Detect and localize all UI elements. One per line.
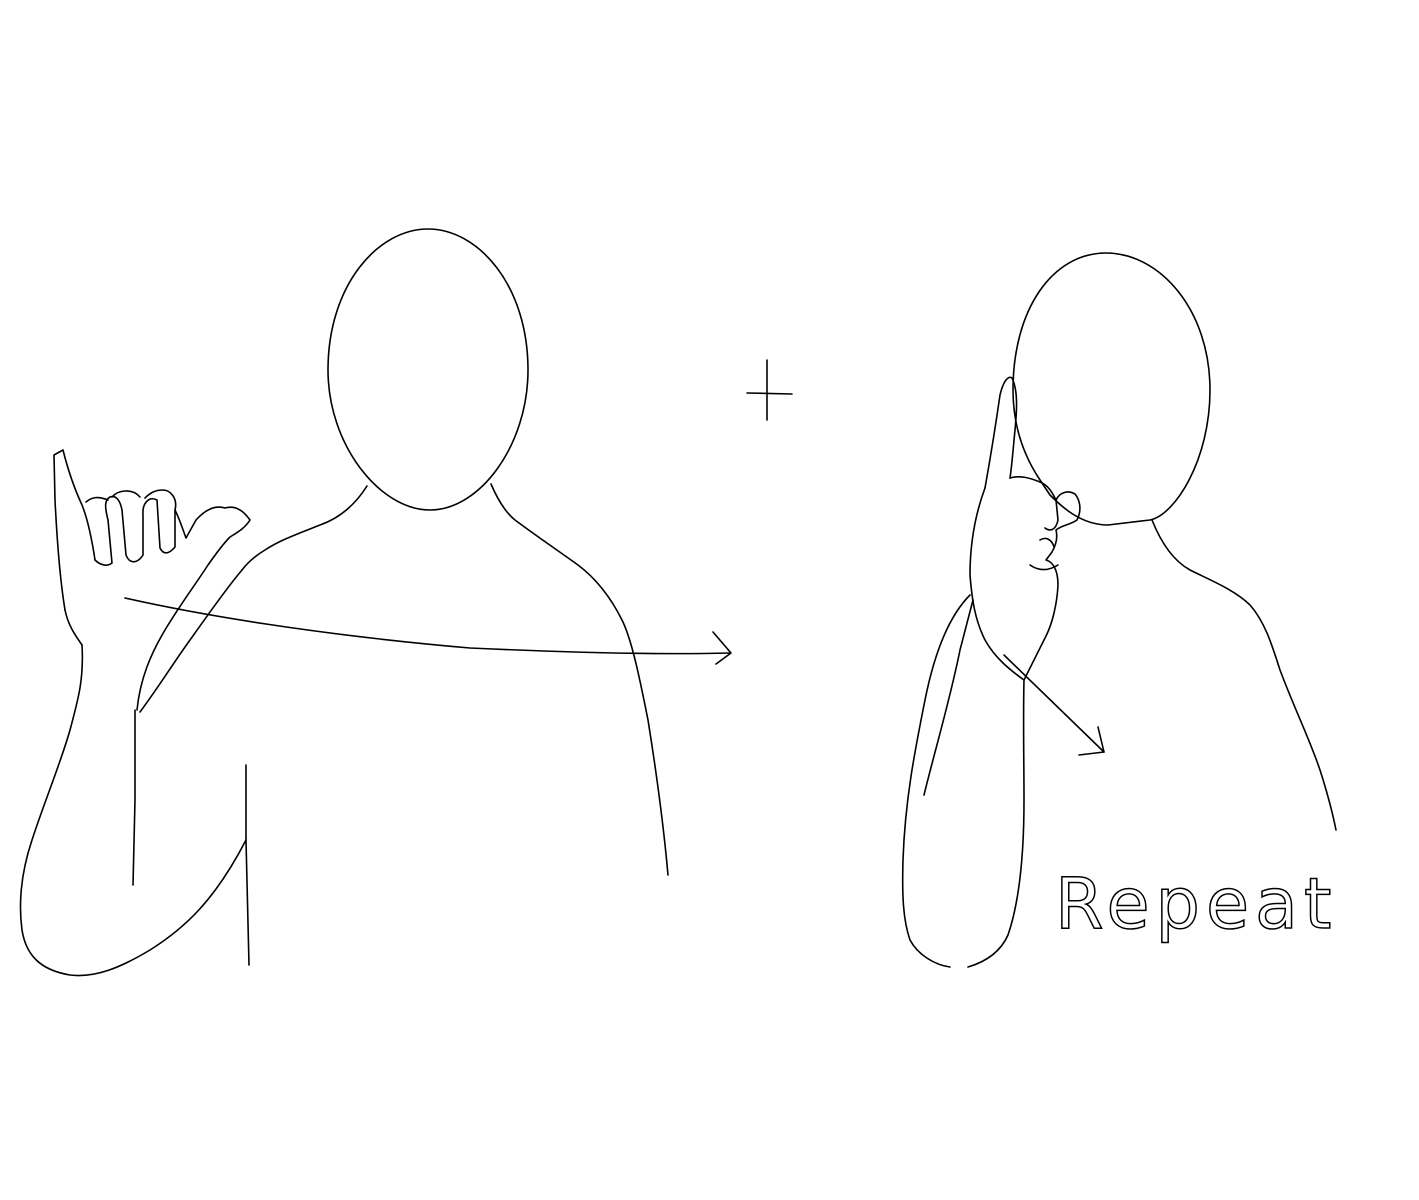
- left-hand-little-finger: [53, 449, 96, 611]
- left-neck-left: [241, 485, 368, 571]
- left-movement-arrowhead: [712, 631, 732, 665]
- repeat-label: Repeat: [1055, 863, 1337, 945]
- right-hand-knuckle-3: [1029, 564, 1059, 571]
- left-hand-folded-fingers: [94, 489, 177, 566]
- left-movement-arrow: [124, 597, 731, 655]
- right-index-finger: [984, 376, 1018, 489]
- left-hand-finger-tip-2: [111, 490, 141, 498]
- right-movement-arrow: [1003, 654, 1105, 753]
- left-hand-finger-tip-1: [85, 496, 109, 503]
- figure-left: [19, 228, 732, 977]
- right-hand-knuckle-2: [1039, 537, 1055, 548]
- left-hand-thumb-side: [139, 569, 243, 713]
- right-neck-right: [1151, 519, 1337, 831]
- right-upper-arm: [901, 594, 971, 968]
- right-arm-back: [923, 599, 974, 796]
- connector-plus-sign: [746, 359, 793, 421]
- left-hand-palm-bottom: [64, 609, 83, 646]
- left-forearm-inner: [132, 709, 136, 886]
- right-forearm-inner: [967, 679, 1025, 968]
- left-head: [327, 228, 529, 511]
- left-neck-right: [490, 483, 669, 876]
- left-torso-line: [245, 764, 250, 966]
- right-head: [1012, 252, 1211, 526]
- figure-right: Repeat: [901, 252, 1337, 968]
- right-hand-knuckle-1: [1044, 499, 1059, 531]
- left-hand-thumb: [136, 506, 251, 711]
- right-movement-arrowhead: [1078, 726, 1105, 756]
- left-forearm-outer: [19, 644, 247, 977]
